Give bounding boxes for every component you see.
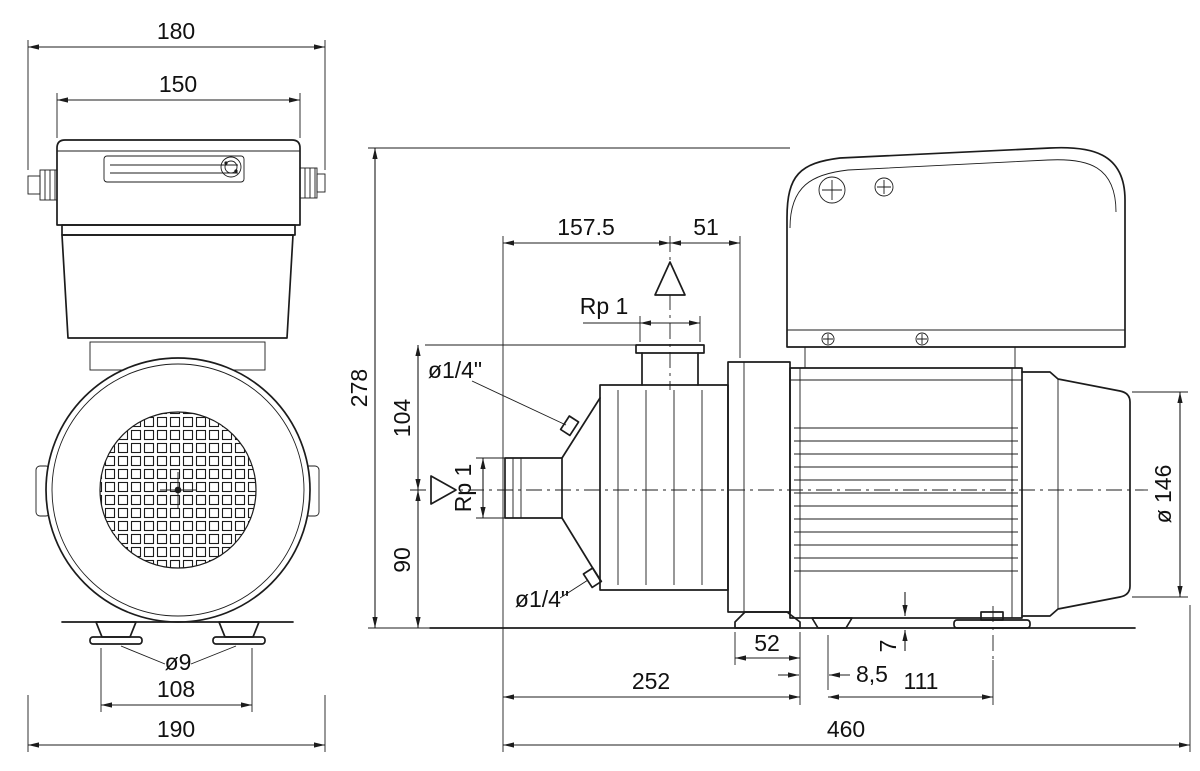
drain-plug — [559, 567, 603, 599]
dim-front-top-width: 180 — [157, 18, 195, 44]
front-view — [27, 139, 326, 645]
display-front — [103, 155, 245, 183]
dim-foot-spacing: 108 — [157, 676, 195, 702]
suction-flow-arrow — [430, 475, 457, 505]
feet-front — [61, 621, 294, 645]
control-box-side — [786, 146, 1126, 368]
cable-gland-right — [299, 167, 326, 199]
dim-total-height: 278 — [346, 369, 372, 407]
cable-gland-left — [27, 169, 58, 201]
dim-foot-hole-diameter: ø9 — [165, 649, 192, 675]
screw-large — [818, 176, 846, 204]
dimensions-side: 278 104 90 157.5 51 Rp 1 ø1/4" Rp 1 ø1/4… — [346, 147, 1191, 752]
label-vent-plug: ø1/4" — [428, 357, 482, 383]
fan-guard-front — [45, 357, 311, 623]
label-suction-thread: Rp 1 — [450, 464, 476, 513]
pump-foot — [734, 611, 801, 629]
dim-suction-to-discharge: 157.5 — [557, 214, 615, 240]
motor-adapter — [727, 361, 791, 613]
inlet-cone — [561, 397, 601, 581]
dim-discharge-height: 104 — [389, 399, 415, 438]
dim-front-base-width: 190 — [157, 716, 195, 742]
dim-motor-foot-span: 111 — [904, 668, 939, 694]
discharge-port — [635, 344, 705, 386]
suction-port — [504, 457, 563, 519]
side-view — [368, 146, 1148, 660]
dim-clearance: 7 — [875, 640, 901, 653]
housing-front — [61, 234, 294, 339]
dim-fan-diameter: ø 146 — [1150, 465, 1176, 524]
label-drain-plug: ø1/4" — [515, 586, 569, 612]
dim-discharge-to-flange: 51 — [693, 214, 719, 240]
screw-small — [874, 177, 894, 197]
stage-casing — [599, 384, 729, 591]
vent-plug — [471, 380, 580, 437]
dim-foot-offset: 8,5 — [856, 661, 888, 687]
motor-feet — [811, 606, 1031, 660]
fan-cover-side — [1021, 371, 1131, 617]
motor-body — [789, 367, 1023, 619]
dimensions-front: 180 150 ø9 108 190 — [27, 18, 326, 752]
label-discharge-thread: Rp 1 — [580, 293, 629, 319]
dim-pump-foot-width: 52 — [754, 630, 780, 656]
screw-bottom-right — [915, 332, 929, 346]
screw-bottom-left — [821, 332, 835, 346]
discharge-flow-arrow — [654, 261, 686, 296]
shaft-center — [174, 486, 182, 494]
control-module-front — [27, 139, 326, 236]
connector-knob — [220, 156, 242, 178]
dim-pump-length: 252 — [632, 668, 670, 694]
dim-axis-height: 90 — [389, 547, 415, 573]
dim-front-module-width: 150 — [159, 71, 197, 97]
dim-total-length: 460 — [827, 716, 865, 742]
